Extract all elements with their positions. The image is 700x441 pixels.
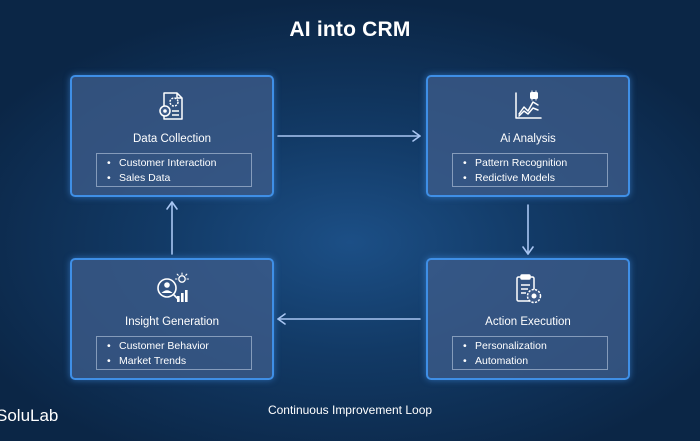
list-item: •Pattern Recognition (463, 157, 568, 169)
card-title: Action Execution (485, 316, 571, 328)
card-title: Data Collection (133, 133, 211, 145)
arrow-insight-to-collection (166, 201, 178, 255)
card-title: Insight Generation (125, 316, 219, 328)
list-item: •Automation (463, 355, 529, 367)
list-item: •Personalization (463, 340, 547, 352)
card-title: Ai Analysis (500, 133, 556, 145)
card-insight-generation: Insight Generation •Customer Behavior •M… (70, 258, 274, 380)
loop-caption: Continuous Improvement Loop (267, 403, 433, 417)
list-item: •Customer Behavior (107, 340, 209, 352)
list-item: •Market Trends (107, 355, 187, 367)
list-item: •Customer Interaction (107, 157, 217, 169)
card-data-collection: Data Collection •Customer Interaction •S… (70, 75, 274, 197)
arrow-analysis-to-execution (522, 204, 534, 255)
card-items-box: •Pattern Recognition •Redictive Models (452, 153, 608, 187)
clipboard-gear-icon (516, 274, 542, 304)
card-items-box: •Personalization •Automation (452, 336, 608, 370)
arrow-collection-to-analysis (277, 130, 421, 142)
arrow-execution-to-insight (277, 313, 421, 325)
card-items-box: •Customer Interaction •Sales Data (96, 153, 252, 187)
page-title: AI into CRM (289, 18, 411, 41)
card-ai-analysis: Ai Analysis •Pattern Recognition •Redict… (426, 75, 630, 197)
chart-brain-icon (515, 90, 542, 119)
list-item: •Redictive Models (463, 172, 555, 184)
card-action-execution: Action Execution •Personalization •Autom… (426, 258, 630, 380)
list-item: •Sales Data (107, 172, 171, 184)
brand-logo: SoluLab (0, 406, 59, 425)
card-items-box: •Customer Behavior •Market Trends (96, 336, 252, 370)
document-gear-icon (159, 92, 183, 120)
user-insight-icon (157, 272, 189, 302)
